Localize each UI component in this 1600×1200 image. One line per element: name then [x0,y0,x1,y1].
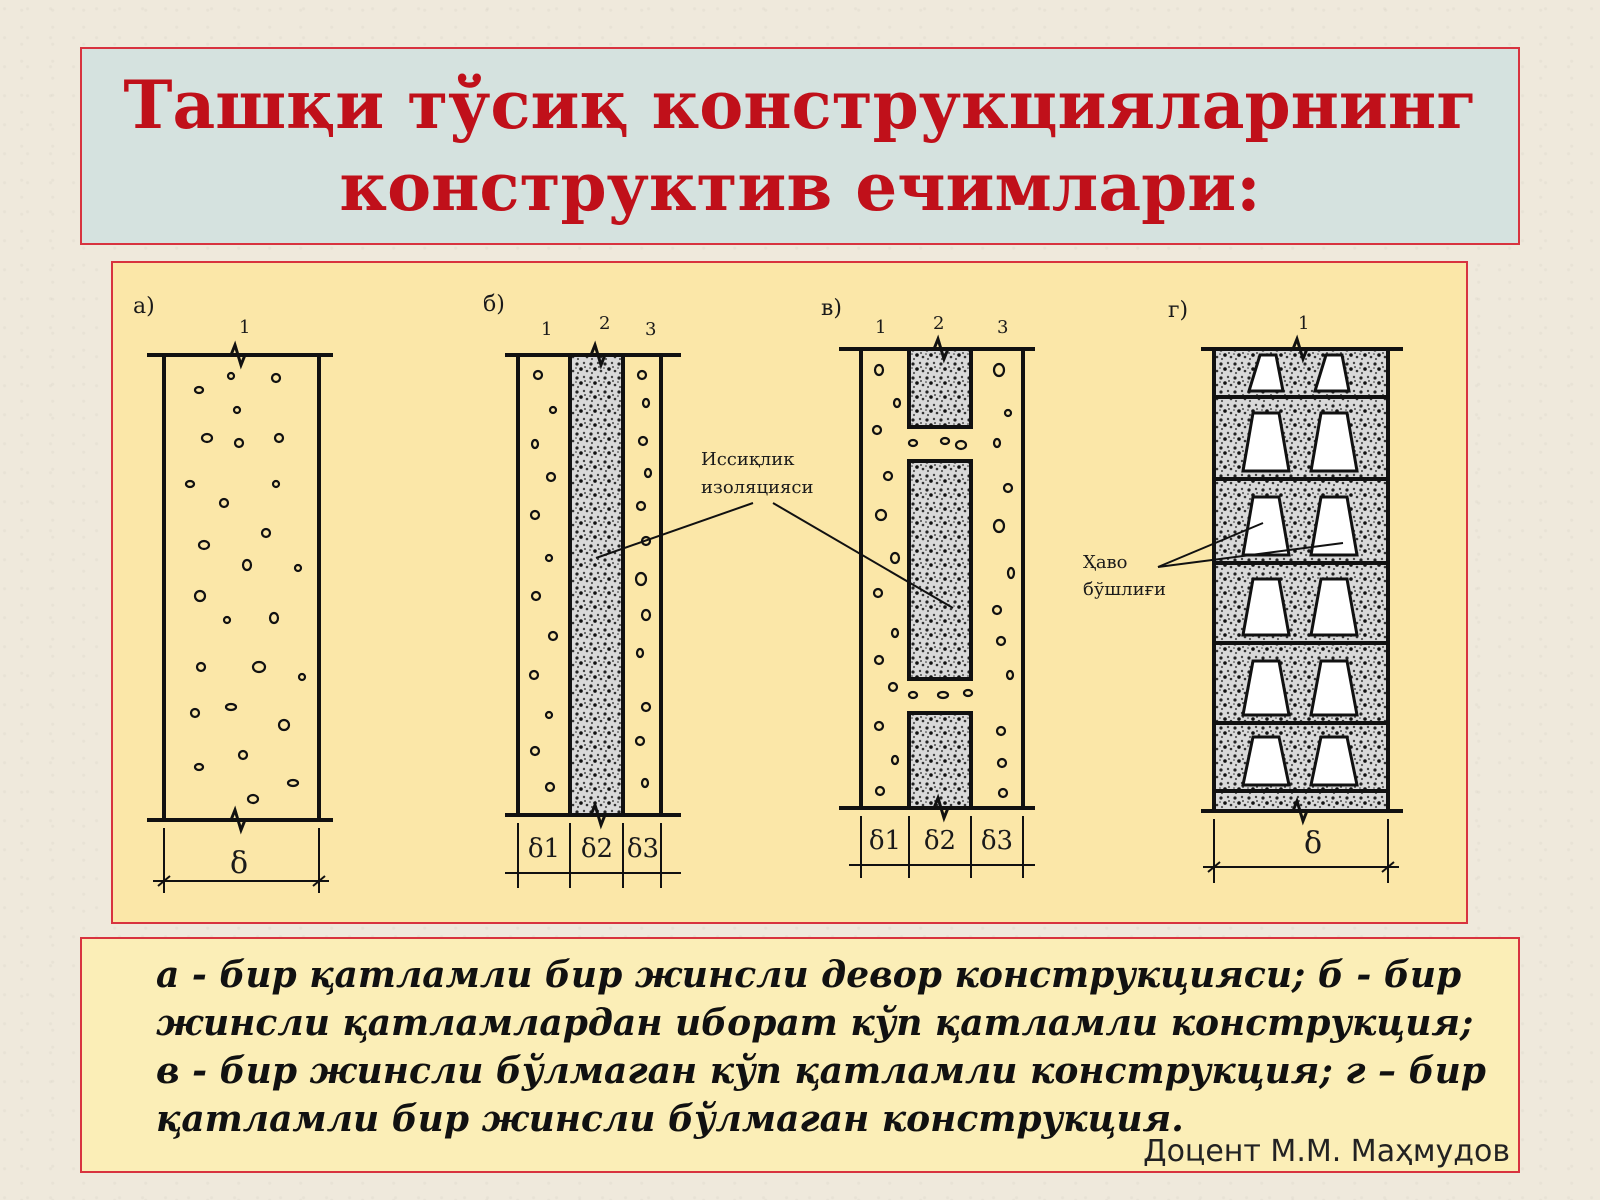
dimension-label-v-2: δ2 [924,826,956,856]
wall-section-a: а) 1 δ [133,294,333,893]
diagram-panel: а) 1 δ [111,261,1468,924]
panel-label-g: г) [1168,298,1188,323]
wall-section-b: б) 1 2 3 [483,292,681,888]
layer-number-a: 1 [239,317,250,338]
title-line-2: конструктив ечимлари: [339,148,1261,226]
dimension-label-v-1: δ1 [869,826,901,856]
wall-section-v: в) 1 2 3 [821,296,1035,878]
layer-number-b-1: 1 [541,319,552,340]
layer-number-v-1: 1 [875,317,886,338]
title-line-1: Ташқи тўсиқ конструкцияларнинг [123,66,1477,144]
dimension-label-b-3: δ3 [627,834,659,864]
panel-label-a: а) [133,294,155,319]
insulation-label-line-1: Иссиқлик [701,449,795,470]
insulation-annotation: Иссиқлик изоляцияси [595,449,954,609]
layer-number-v-3: 3 [997,317,1008,338]
air-gap-label-line-1: Ҳаво [1083,552,1128,573]
panel-label-v: в) [821,296,842,321]
insulation-label-line-2: изоляцияси [701,477,813,498]
layer-number-v-2: 2 [933,313,944,334]
panel-label-b: б) [483,292,505,317]
layer-number-b-2: 2 [599,313,610,334]
air-gap-annotation: Ҳаво бўшлиғи [1083,522,1344,600]
dimension-label-a: δ [230,846,248,881]
author-credit: Доцент М.М. Маҳмудов [1143,1134,1510,1169]
dimension-label-g: δ [1304,826,1322,861]
wall-section-g: г) 1 [1168,298,1403,883]
title-banner: Ташқи тўсиқ конструкцияларнинг конструкт… [80,47,1520,245]
dimension-label-b-2: δ2 [581,834,613,864]
layer-number-g: 1 [1298,313,1309,334]
figure-caption: а - бир қатламли бир жинсли девор констр… [156,954,1486,1140]
air-gap-label-line-2: бўшлиғи [1083,579,1166,600]
dimension-label-v-3: δ3 [981,826,1013,856]
dimension-label-b-1: δ1 [528,834,560,864]
layer-number-b-3: 3 [645,319,656,340]
caption-panel: а - бир қатламли бир жинсли девор констр… [80,937,1520,1173]
